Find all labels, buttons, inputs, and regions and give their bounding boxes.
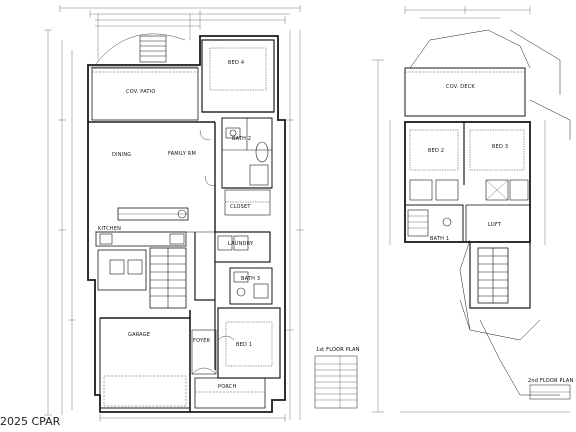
roof-outline bbox=[409, 29, 571, 396]
upper-top-dimension-lines bbox=[404, 6, 531, 19]
room-label-bath1: BATH 1 bbox=[430, 236, 449, 242]
upper-stair bbox=[477, 247, 509, 304]
room-label-cov-deck: COV. DECK bbox=[446, 84, 475, 90]
room-label-bed2: BED 2 bbox=[428, 148, 444, 154]
main-stair bbox=[149, 247, 187, 309]
room-label-kitchen: KITCHEN bbox=[98, 226, 121, 232]
first-floor-plan-title: 1st FLOOR PLAN bbox=[316, 347, 360, 353]
upper-side-dimension-lines bbox=[372, 59, 570, 413]
first-floor-area-table bbox=[314, 355, 358, 409]
room-label-garage: GARAGE bbox=[128, 332, 150, 338]
second-floor-area-table bbox=[529, 384, 571, 400]
room-label-bath3: BATH 3 bbox=[241, 276, 260, 282]
top-dimension-lines bbox=[59, 5, 301, 60]
room-label-porch: PORCH bbox=[218, 384, 236, 390]
left-dimension-lines bbox=[44, 29, 76, 416]
room-label-closet: CLOSET bbox=[230, 204, 251, 210]
second-floor-labels: COV. DECK BED 2 BED 3 BATH 1 LOFT 2nd FL… bbox=[428, 84, 573, 384]
room-label-laundry: LAUNDRY bbox=[228, 241, 254, 247]
room-label-bath2: BATH 2 bbox=[232, 136, 251, 142]
patio-stair bbox=[94, 33, 186, 66]
right-dimension-lines bbox=[286, 30, 304, 420]
first-floor-plan bbox=[44, 5, 358, 422]
room-label-bed1: BED 1 bbox=[236, 342, 252, 348]
room-label-cov-patio: COV. PATIO bbox=[126, 89, 156, 95]
room-label-bed4: BED 4 bbox=[228, 60, 244, 66]
room-label-bed3: BED 3 bbox=[492, 144, 508, 150]
room-label-family-rm: FAMILY RM bbox=[168, 151, 196, 157]
room-label-dining: DINING bbox=[112, 152, 131, 158]
watermark: 2025 CPAR bbox=[0, 415, 61, 428]
second-floor-plan-title: 2nd FLOOR PLAN bbox=[528, 378, 573, 384]
room-label-foyer: FOYER bbox=[193, 338, 211, 344]
room-label-loft: LOFT bbox=[488, 222, 502, 228]
first-floor-labels: BED 4 COV. PATIO DINING FAMILY RM BATH 2… bbox=[98, 60, 360, 390]
second-floor-plan bbox=[372, 6, 571, 413]
